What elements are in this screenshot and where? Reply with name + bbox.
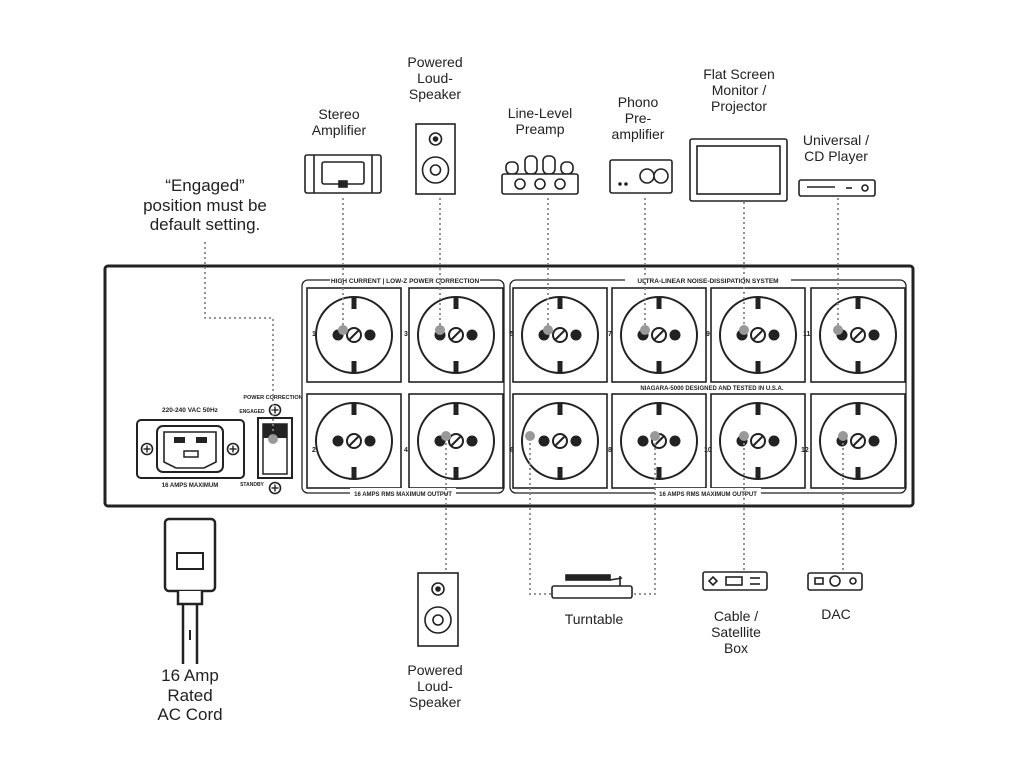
outlet-number: 4 [404,447,408,454]
dac-label: DAC [821,606,851,622]
outlet-1 [306,287,402,383]
outlet-5 [512,287,608,383]
dac-icon [807,572,863,591]
line-level-preamp-icon [501,155,579,195]
turntable-label: Turntable [564,611,624,627]
outlet-number: 6 [510,447,514,454]
outlet-number: 5 [510,331,514,338]
outlet-10 [710,393,806,489]
outlet-2 [306,393,402,489]
max-output-left: 16 AMPS RMS MAXIMUM OUTPUT [354,492,452,498]
input-max-label: 16 AMPS MAXIMUM [162,483,218,489]
outlet-number: 12 [801,447,809,454]
outlet-number: 1 [312,331,316,338]
power-correction-switch: POWER CORRECTION ENGAGED STANDBY [239,395,303,495]
outlet-number: 11 [803,331,811,338]
universal-player-icon [798,179,876,197]
cable-box-icon [702,571,768,591]
outlet-4 [408,393,504,489]
outlet-3 [408,287,504,383]
speaker-top-icon [415,123,456,195]
niagara-label: NIAGARA-5000 DESIGNED AND TESTED IN U.S.… [640,386,783,392]
stereo-amplifier-label: Stereo Amplifier [311,106,367,139]
cable-box-label: Cable / Satellite Box [711,608,761,657]
flat-screen-icon [689,138,788,202]
connection-dots [338,325,848,441]
power-correction-label: POWER CORRECTION [243,395,302,401]
ac-cord-icon [163,517,217,664]
powered-speaker-bottom-label: Powered Loud- Speaker [407,662,463,711]
max-output-right: 16 AMPS RMS MAXIMUM OUTPUT [659,492,757,498]
outlet-number: 7 [608,331,612,338]
standby-label: STANDBY [240,482,264,488]
phono-preamp-icon [609,159,673,194]
outlet-9 [710,287,806,383]
phono-preamp-label: Phono Pre- amplifier [611,94,665,143]
outlet-number: 9 [706,331,710,338]
input-rating-label: 220-240 VAC 50Hz [162,407,219,414]
outlet-8 [611,393,707,489]
outlet-12 [810,393,906,489]
ultra-linear-title: ULTRA-LINEAR NOISE-DISSIPATION SYSTEM [637,278,778,285]
outlet-number: 2 [312,447,316,454]
outlet-6 [512,393,608,489]
high-current-title: HIGH CURRENT | LOW-Z POWER CORRECTION [331,278,480,285]
speaker-bottom-icon [417,572,459,647]
flat-screen-label: Flat Screen Monitor / Projector [703,66,775,115]
ac-cord-label: 16 Amp Rated AC Cord [157,666,223,725]
universal-player-label: Universal / CD Player [802,132,870,165]
outlet-11 [810,287,906,383]
engaged-note: “Engaged” position must be default setti… [143,176,267,235]
outlet-7 [611,287,707,383]
line-level-preamp-label: Line-Level Preamp [507,105,573,138]
ac-inlet: 220-240 VAC 50Hz 16 AMPS MAXIMUM [136,407,245,489]
engaged-label: ENGAGED [239,409,265,415]
stereo-amplifier-icon [304,154,382,194]
connection-lines [204,198,844,595]
outlet-number: 10 [704,447,712,454]
turntable-icon [551,574,633,599]
outlet-number: 8 [608,447,612,454]
outlet-number: 3 [404,331,408,338]
powered-speaker-top-label: Powered Loud- Speaker [407,54,463,103]
